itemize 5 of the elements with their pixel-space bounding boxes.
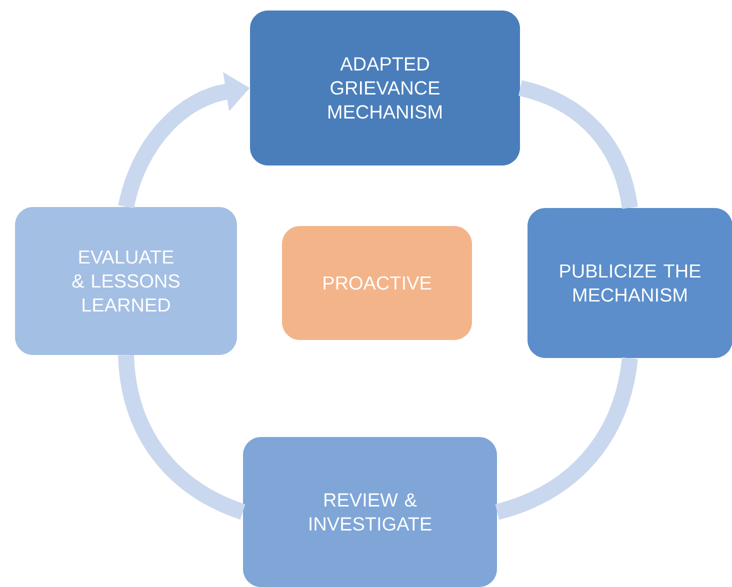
center-box: PROACTIVE bbox=[282, 226, 472, 340]
process-box: PUBLICIZE THE MECHANISM bbox=[528, 208, 732, 358]
process-box: EVALUATE & LESSONS LEARNED bbox=[15, 207, 237, 355]
process-box: ADAPTED GRIEVANCE MECHANISM bbox=[250, 10, 520, 166]
process-box: REVIEW & INVESTIGATE bbox=[243, 437, 497, 587]
